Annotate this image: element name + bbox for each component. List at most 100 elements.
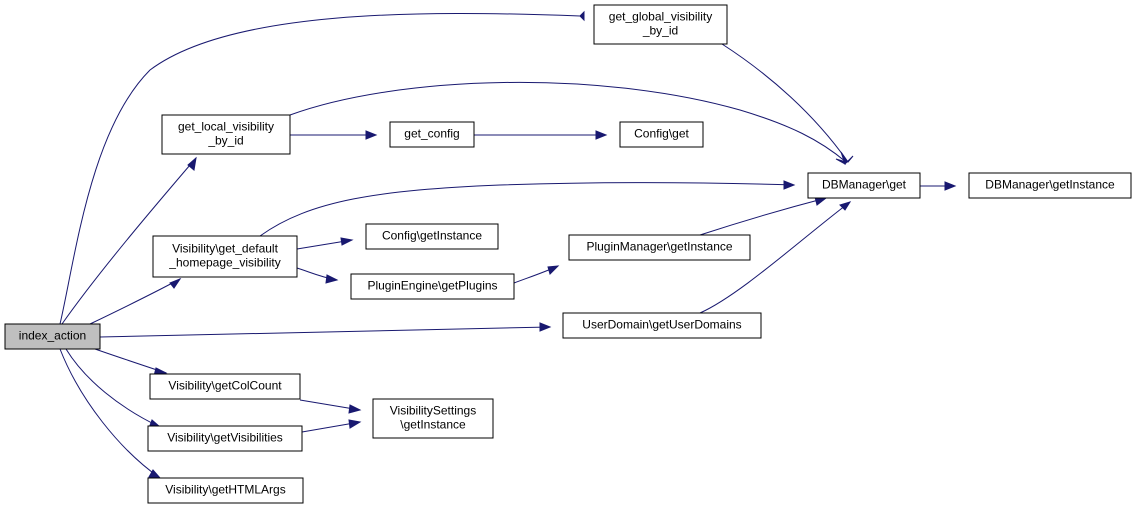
- node-label: Visibility\getHTMLArgs: [165, 483, 285, 497]
- node-box: [619, 121, 704, 148]
- node-label: \getInstance: [400, 418, 466, 432]
- node-label: get_local_visibility: [178, 120, 274, 134]
- node-label: Visibility\get_default: [172, 242, 279, 256]
- edge-line: [59, 348, 161, 479]
- node-label: VisibilitySettings: [390, 404, 476, 418]
- node-visibility-getcolcount[interactable]: Visibility\getColCount: [149, 373, 301, 400]
- edge-line: [699, 197, 827, 236]
- edge-dbmanager_get-to-dbmanager_getinstance: [920, 181, 957, 191]
- node-label: Visibility\getVisibilities: [167, 431, 283, 445]
- arrowhead: [365, 130, 378, 140]
- node-label: UserDomain\getUserDomains: [582, 318, 741, 332]
- node-pluginengine-getplugins[interactable]: PluginEngine\getPlugins: [350, 273, 515, 300]
- node-label: PluginEngine\getPlugins: [367, 279, 497, 293]
- arrowhead: [348, 419, 362, 429]
- edge-line: [721, 43, 849, 163]
- edge-visibility_getcolcount-to-visibilitysettings_getinstance: [299, 399, 362, 414]
- edge-index_action-to-get_local_visibility_by_id: [61, 156, 197, 325]
- node-config-getinstance[interactable]: Config\getInstance: [365, 223, 499, 250]
- node-box: [372, 398, 494, 439]
- arrowhead: [579, 10, 585, 22]
- node-box: [147, 425, 303, 452]
- node-box: [593, 4, 728, 45]
- node-visibility-gethtmlargs[interactable]: Visibility\getHTMLArgs: [147, 477, 304, 504]
- node-box: [568, 234, 751, 261]
- node-box: [350, 273, 515, 300]
- nodes-layer: index_actionget_global_visibility_by_idg…: [4, 4, 1132, 504]
- node-label: Config\get: [634, 127, 689, 141]
- edge-line: [89, 278, 181, 325]
- node-box: [147, 477, 304, 504]
- node-userdomain-getuserdomains[interactable]: UserDomain\getUserDomains: [562, 312, 762, 339]
- node-visibility-getvisibilities[interactable]: Visibility\getVisibilities: [147, 425, 303, 452]
- edge-userdomain_getuserdomains-to-dbmanager_get: [699, 201, 852, 314]
- node-box: [152, 235, 298, 278]
- node-label: DBManager\get: [822, 178, 907, 192]
- node-box: [389, 121, 475, 148]
- edge-get_local_visibility_by_id-to-get_config: [290, 130, 378, 140]
- node-label: _by_id: [642, 24, 678, 38]
- arrowhead: [340, 237, 354, 246]
- edge-get_default_homepage_visibility-to-config_getinstance: [296, 237, 354, 250]
- edge-index_action-to-visibility_gethtmlargs: [59, 348, 162, 479]
- arrowhead: [187, 156, 197, 171]
- node-box: [149, 373, 301, 400]
- node-get-global-visibility-by-id[interactable]: get_global_visibility_by_id: [593, 4, 728, 45]
- node-label: get_config: [404, 127, 459, 141]
- node-label: Config\getInstance: [382, 229, 482, 243]
- arrowhead: [325, 274, 339, 284]
- node-label: _homepage_visibility: [168, 256, 280, 270]
- edge-line: [699, 201, 851, 314]
- node-pluginmanager-getinstance[interactable]: PluginManager\getInstance: [568, 234, 751, 261]
- edge-get_default_homepage_visibility-to-pluginengine_getplugins: [296, 267, 339, 284]
- node-dbmanager-get[interactable]: DBManager\get: [807, 172, 921, 199]
- node-box: [4, 323, 101, 350]
- edge-get_global_visibility_by_id-to-dbmanager_get: [721, 43, 854, 165]
- edge-line: [259, 182, 795, 237]
- edge-index_action-to-userdomain_getuserdomains: [99, 322, 552, 338]
- node-box: [807, 172, 921, 199]
- edge-line: [59, 12, 581, 325]
- edge-visibility_getvisibilities-to-visibilitysettings_getinstance: [301, 419, 362, 433]
- edge-index_action-to-get_global_visibility_by_id: [59, 10, 585, 325]
- arrowhead: [348, 404, 362, 414]
- arrowhead: [944, 181, 957, 191]
- node-box: [365, 223, 499, 250]
- edge-get_config-to-config_get: [474, 130, 608, 140]
- edge-index_action-to-visibility_getvisibilities: [65, 348, 162, 429]
- edge-line: [61, 157, 197, 325]
- node-box: [161, 114, 291, 155]
- node-box: [968, 172, 1132, 199]
- node-label: DBManager\getInstance: [985, 178, 1115, 192]
- edge-index_action-to-visibility_getcolcount: [94, 348, 168, 377]
- edge-get_default_homepage_visibility-to-dbmanager_get: [259, 180, 796, 237]
- arrowhead: [595, 130, 608, 140]
- node-get-config[interactable]: get_config: [389, 121, 475, 148]
- node-label: PluginManager\getInstance: [586, 240, 732, 254]
- edge-get_local_visibility_by_id-to-dbmanager_get: [289, 81, 847, 166]
- edge-pluginengine_getplugins-to-pluginmanager_getinstance: [513, 265, 560, 284]
- node-box: [562, 312, 762, 339]
- arrowhead: [539, 322, 552, 332]
- edge-line: [65, 348, 161, 428]
- arrowhead: [783, 180, 796, 190]
- edge-line: [99, 326, 551, 338]
- node-index-action[interactable]: index_action: [4, 323, 101, 350]
- node-get-local-visibility-by-id[interactable]: get_local_visibility_by_id: [161, 114, 291, 155]
- node-label: index_action: [19, 329, 86, 343]
- edge-line: [289, 81, 847, 163]
- node-config-get[interactable]: Config\get: [619, 121, 704, 148]
- node-get-default-homepage-visibility[interactable]: Visibility\get_default_homepage_visibili…: [152, 235, 298, 278]
- arrowhead: [839, 201, 852, 211]
- arrowhead: [169, 277, 182, 289]
- edge-pluginmanager_getinstance-to-dbmanager_get: [699, 196, 828, 236]
- node-visibilitysettings-getinstance[interactable]: VisibilitySettings\getInstance: [372, 398, 494, 439]
- node-label: Visibility\getColCount: [168, 379, 282, 393]
- arrowhead: [547, 265, 560, 275]
- node-dbmanager-getinstance[interactable]: DBManager\getInstance: [968, 172, 1132, 199]
- node-label: _by_id: [207, 134, 243, 148]
- edge-index_action-to-get_default_homepage_visibility: [89, 277, 182, 325]
- node-label: get_global_visibility: [609, 10, 712, 24]
- arrowhead: [835, 153, 847, 166]
